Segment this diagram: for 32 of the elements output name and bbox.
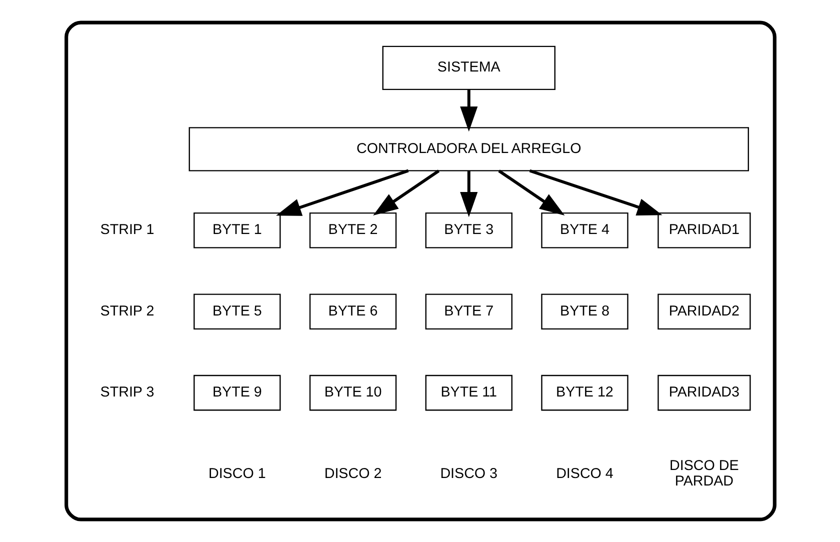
node-box: BYTE 3 [424,212,512,248]
arrow [276,169,408,216]
node-box: PARIDAD3 [657,374,750,411]
node-box: BYTE 8 [540,294,628,330]
node-box: PARIDAD2 [657,294,750,330]
node-box: PARIDAD1 [657,212,750,248]
arrow [528,169,662,216]
node-box: BYTE 4 [540,212,628,248]
label: DISCO 2 [324,466,382,482]
arrow [498,170,564,216]
node-box: BYTE 2 [308,212,396,248]
label: STRIP 2 [100,303,154,320]
cluster [64,20,776,522]
label: DISCO 4 [556,466,613,482]
arrow [372,170,440,216]
node-box: SISTEMA [382,46,555,90]
arrow [460,171,478,218]
arrow [460,90,478,132]
node-box: BYTE 12 [540,374,628,411]
label: DISCO 3 [440,466,498,482]
node-box: BYTE 7 [424,294,512,330]
label: STRIP 1 [100,222,154,238]
label: DISCO DE PARDAD [669,458,738,490]
node-box: BYTE 10 [308,374,396,411]
node-box: CONTROLADORA DEL ARREGLO [188,127,748,172]
node-box: BYTE 1 [193,212,280,248]
node-box: BYTE 5 [193,294,280,330]
node-box: BYTE 9 [193,374,280,411]
node-box: BYTE 11 [424,374,512,411]
node-box: BYTE 6 [308,294,396,330]
label: DISCO 1 [208,466,266,482]
label: STRIP 3 [100,384,154,401]
